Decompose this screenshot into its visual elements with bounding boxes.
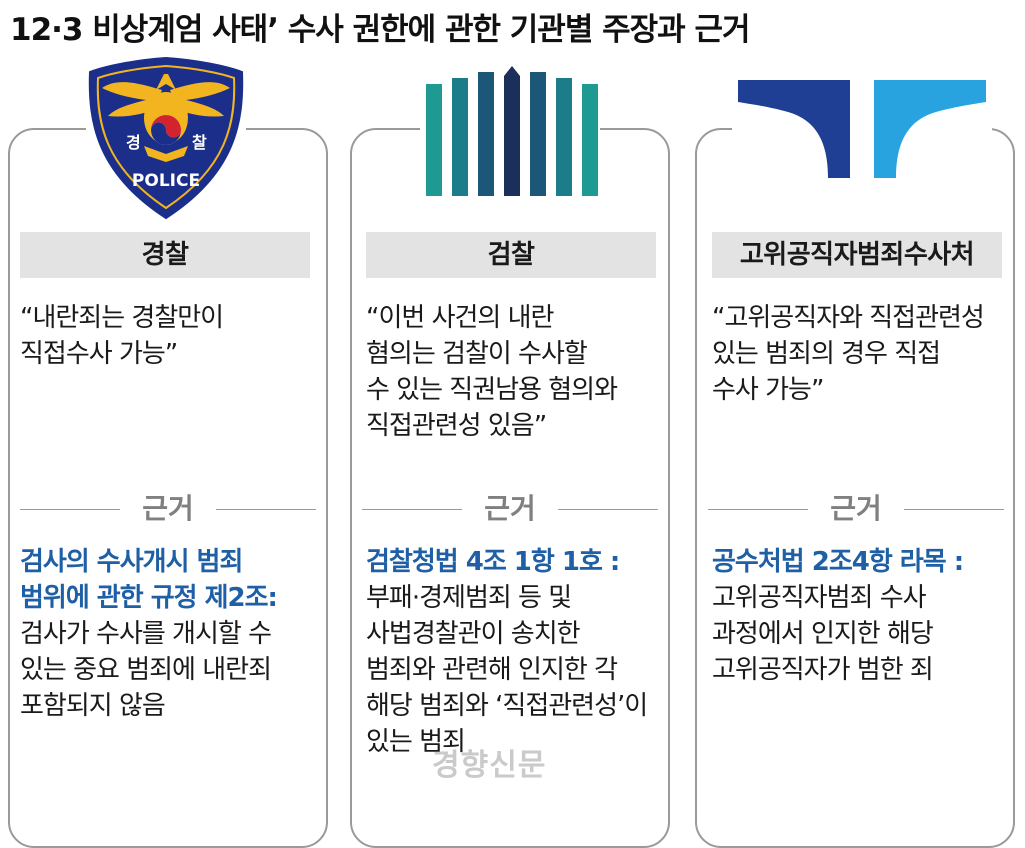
prosecution-desc-line: 범죄와 관련해 인지한 각 [366, 655, 618, 685]
prosecution-law-line: 검찰청법 4조 1항 1호 : [366, 547, 620, 577]
prosecution-basis-label: 근거 [484, 492, 536, 525]
cio-quote: “고위공직자와 직접관련성 있는 범죄의 경우 직접 수사 가능” [712, 300, 1012, 408]
police-desc-line: 포함되지 않음 [20, 691, 166, 721]
prosecution-quote-line: 혐의는 검찰이 수사할 [366, 339, 588, 369]
prosecution-quote: “이번 사건의 내란 혐의는 검찰이 수사할 수 있는 직권남용 혐의와 직접관… [366, 300, 666, 444]
divider [904, 509, 1004, 510]
police-quote-line: “내란죄는 경찰만이 [20, 303, 224, 333]
prosecution-bar [478, 72, 494, 196]
prosecution-agency-name: 검찰 [366, 232, 656, 278]
cio-left-wing [738, 80, 850, 178]
prosecution-desc-line: 있는 범죄 [366, 727, 466, 757]
prosecution-quote-line: 수 있는 직권남용 혐의와 [366, 375, 618, 405]
police-logo-right-char: 찰 [192, 133, 207, 152]
prosecution-desc-line: 사법경찰관이 송치한 [366, 619, 581, 649]
divider [216, 509, 316, 510]
prosecution-desc-line: 부패·경제범죄 등 및 [366, 583, 572, 613]
watermark: 경향신문 [432, 748, 547, 783]
prosecution-desc-line: 해당 범죄와 ‘직접관련성’이 [366, 691, 648, 721]
cio-agency-name: 고위공직자범죄수사처 [712, 232, 1002, 278]
prosecution-bar [530, 72, 546, 196]
prosecution-bar [582, 84, 598, 196]
police-emblem-icon: 경 찰 POLICE [86, 54, 246, 222]
prosecution-bar [504, 66, 520, 196]
prosecution-basis-header: 근거 [362, 488, 658, 530]
divider [362, 509, 462, 510]
cio-quote-line: 있는 범죄의 경우 직접 [712, 339, 941, 369]
prosecution-basis-text: 검찰청법 4조 1항 1호 : 부패·경제범죄 등 및 사법경찰관이 송치한 범… [366, 544, 676, 760]
prosecution-bars-icon [420, 64, 600, 200]
cio-law-line: 공수처법 2조4항 라목 : [712, 547, 964, 577]
police-agency-name: 경찰 [20, 232, 310, 278]
cio-desc-line: 과정에서 인지한 해당 [712, 619, 934, 649]
cio-wings-icon [732, 78, 992, 182]
cio-basis-text: 공수처법 2조4항 라목 : 고위공직자범죄 수사 과정에서 인지한 해당 고위… [712, 544, 1022, 688]
police-logo-text: POLICE [132, 171, 200, 191]
cio-basis-header: 근거 [708, 488, 1004, 530]
police-basis-header: 근거 [20, 488, 316, 530]
page-title: 12·3 비상계엄 사태’ 수사 권한에 관한 기관별 주장과 근거 [10, 12, 751, 48]
cio-desc-line: 고위공직자가 범한 죄 [712, 655, 934, 685]
divider [708, 509, 808, 510]
cio-quote-line: 수사 가능” [712, 375, 824, 405]
prosecution-bar [452, 78, 468, 196]
cio-quote-line: “고위공직자와 직접관련성 [712, 303, 985, 333]
cio-desc-line: 고위공직자범죄 수사 [712, 583, 927, 613]
prosecution-bar [426, 84, 442, 196]
police-law-line: 검사의 수사개시 범죄 [20, 547, 243, 577]
police-quote-line: 직접수사 가능” [20, 339, 178, 369]
police-logo-left-char: 경 [126, 133, 141, 152]
police-quote: “내란죄는 경찰만이 직접수사 가능” [20, 300, 320, 372]
prosecution-quote-line: 직접관련성 있음” [366, 411, 547, 441]
divider [20, 509, 120, 510]
police-basis-text: 검사의 수사개시 범죄 범위에 관한 규정 제2조: 검사가 수사를 개시할 수… [20, 544, 330, 724]
prosecution-bar [556, 78, 572, 196]
police-desc-line: 검사가 수사를 개시할 수 [20, 619, 272, 649]
prosecution-quote-line: “이번 사건의 내란 [366, 303, 554, 333]
cio-basis-label: 근거 [830, 492, 882, 525]
cio-right-wing [874, 80, 986, 178]
divider [558, 509, 658, 510]
police-law-line: 범위에 관한 규정 제2조: [20, 583, 278, 613]
police-basis-label: 근거 [142, 492, 194, 525]
police-desc-line: 있는 중요 범죄에 내란죄 [20, 655, 272, 685]
